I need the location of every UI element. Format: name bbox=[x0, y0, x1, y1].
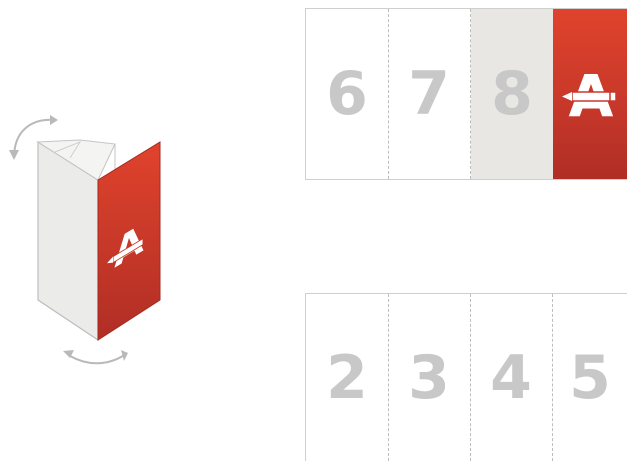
panel-number: 4 bbox=[490, 348, 532, 408]
panel-number: 3 bbox=[408, 348, 450, 408]
outside-sheet: 6 7 8 A bbox=[305, 8, 627, 180]
inside-panel-5: 5 bbox=[552, 294, 627, 461]
rotate-bottom-arrow-icon bbox=[63, 350, 128, 363]
outside-panel-6: 6 bbox=[306, 9, 388, 179]
logo-a-pencil-icon: A bbox=[560, 64, 622, 124]
inside-panel-3: 3 bbox=[388, 294, 470, 461]
outside-panel-cover: A bbox=[553, 9, 627, 179]
outside-panel-7: 7 bbox=[388, 9, 470, 179]
folded-brochure-illustration: A bbox=[0, 100, 180, 380]
inside-panel-2: 2 bbox=[306, 294, 388, 461]
folded-brochure-drawing: A bbox=[0, 100, 180, 380]
panel-number: 2 bbox=[326, 348, 368, 408]
outside-panel-8: 8 bbox=[471, 9, 553, 179]
panel-number: 8 bbox=[491, 64, 533, 124]
inside-sheet: 2 3 4 5 bbox=[305, 293, 627, 461]
inside-panel-4: 4 bbox=[470, 294, 552, 461]
panel-number: 7 bbox=[408, 64, 450, 124]
panel-number: 6 bbox=[326, 64, 368, 124]
panel-number: 5 bbox=[569, 348, 611, 408]
